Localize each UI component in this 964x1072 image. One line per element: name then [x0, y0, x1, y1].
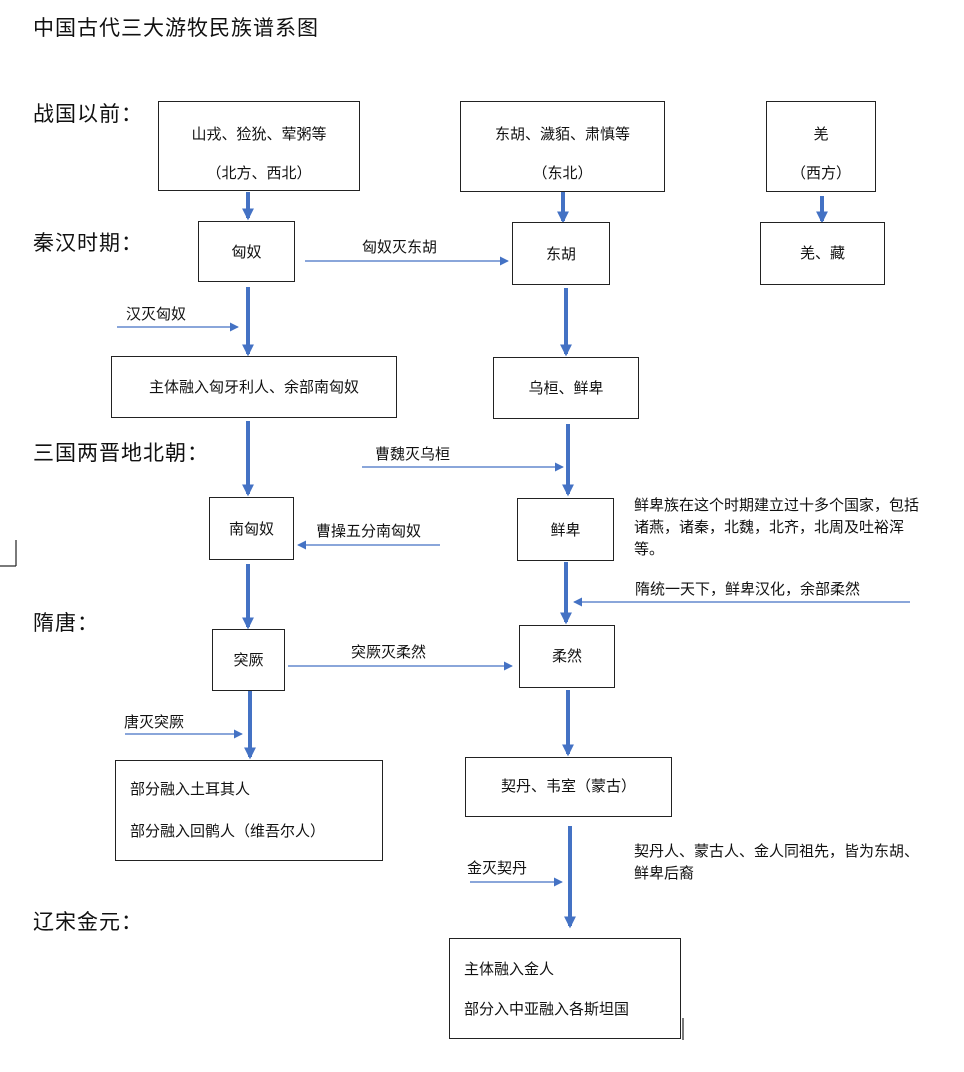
box-wuhuan-xianbei-label: 乌桓、鲜卑 [528, 379, 604, 397]
label-han-destroys-xiongnu: 汉灭匈奴 [126, 305, 187, 323]
box-wuhuan-xianbei: 乌桓、鲜卑 [493, 357, 639, 419]
label-caowei-destroys-wuhuan: 曹魏灭乌桓 [375, 445, 451, 463]
box-xianbei-label: 鲜卑 [550, 521, 581, 539]
box-jin-fate-line1: 主体融入金人 [464, 960, 555, 978]
label-tujue-destroys-rouran: 突厥灭柔然 [351, 643, 427, 661]
box-donghu-early: 东胡、濊貊、肃慎等 （东北） [460, 101, 665, 192]
box-tujue-fate: 部分融入土耳其人 部分融入回鹘人（维吾尔人） [115, 760, 383, 861]
box-qidan-shiwei-label: 契丹、韦室（蒙古） [500, 777, 636, 795]
diagram-title: 中国古代三大游牧民族谱系图 [33, 16, 319, 40]
box-rouran-label: 柔然 [551, 647, 582, 665]
era-label-three-kingdoms: 三国两晋地北朝： [33, 441, 209, 465]
box-qiang-zang-label: 羌、藏 [799, 244, 845, 262]
era-label-warring-states: 战国以前： [33, 102, 143, 126]
box-xiongnu-fate-label: 主体融入匈牙利人、余部南匈奴 [148, 378, 359, 396]
box-tujue-label: 突厥 [233, 651, 264, 669]
box-qiang-line1: 羌 [813, 125, 829, 143]
box-jin-fate: 主体融入金人 部分入中亚融入各斯坦国 [449, 938, 681, 1039]
box-shanrong-line2: （北方、西北） [206, 164, 312, 182]
box-donghu-early-line1: 东胡、濊貊、肃慎等 [494, 125, 630, 143]
era-label-liao-song-jin-yuan: 辽宋金元： [33, 910, 143, 934]
label-caocao-splits: 曹操五分南匈奴 [316, 522, 422, 540]
box-jin-fate-line2: 部分入中亚融入各斯坦国 [464, 1000, 630, 1018]
box-xiongnu-label: 匈奴 [231, 243, 262, 261]
box-donghu-label: 东胡 [545, 245, 576, 263]
box-qiang-zang: 羌、藏 [760, 222, 885, 285]
box-shanrong: 山戎、猃狁、荤粥等 （北方、西北） [158, 101, 360, 191]
box-xianbei: 鲜卑 [517, 498, 614, 561]
box-xiongnu-fate: 主体融入匈牙利人、余部南匈奴 [111, 356, 397, 418]
note-common-ancestry: 契丹人、蒙古人、金人同祖先，皆为东胡、鲜卑后裔 [634, 842, 920, 882]
box-donghu: 东胡 [512, 222, 610, 285]
label-tang-destroys-tujue: 唐灭突厥 [124, 713, 185, 731]
box-nan-xiongnu-label: 南匈奴 [228, 520, 274, 538]
label-sui-unifies: 隋统一天下，鲜卑汉化，余部柔然 [635, 580, 861, 598]
box-tujue: 突厥 [212, 629, 285, 691]
box-donghu-early-line2: （东北） [532, 164, 593, 182]
era-label-sui-tang: 隋唐： [33, 611, 99, 635]
box-nan-xiongnu: 南匈奴 [209, 497, 294, 560]
box-tujue-fate-line1: 部分融入土耳其人 [130, 780, 251, 798]
box-shanrong-line1: 山戎、猃狁、荤粥等 [191, 125, 327, 143]
box-tujue-fate-line2: 部分融入回鹘人（维吾尔人） [130, 822, 326, 840]
box-qidan-shiwei: 契丹、韦室（蒙古） [465, 757, 672, 817]
label-xiongnu-destroys-donghu: 匈奴灭东胡 [362, 238, 438, 256]
label-jin-destroys-qidan: 金灭契丹 [467, 859, 528, 877]
box-qiang-line2: （西方） [790, 164, 851, 182]
box-rouran: 柔然 [519, 625, 615, 688]
note-xianbei-states: 鲜卑族在这个时期建立过十多个国家，包括诸燕，诸秦，北魏，北齐，北周及吐裕浑等。 [634, 496, 920, 558]
box-qiang: 羌 （西方） [766, 101, 876, 192]
box-xiongnu: 匈奴 [198, 221, 295, 282]
era-label-qin-han: 秦汉时期： [33, 231, 143, 255]
